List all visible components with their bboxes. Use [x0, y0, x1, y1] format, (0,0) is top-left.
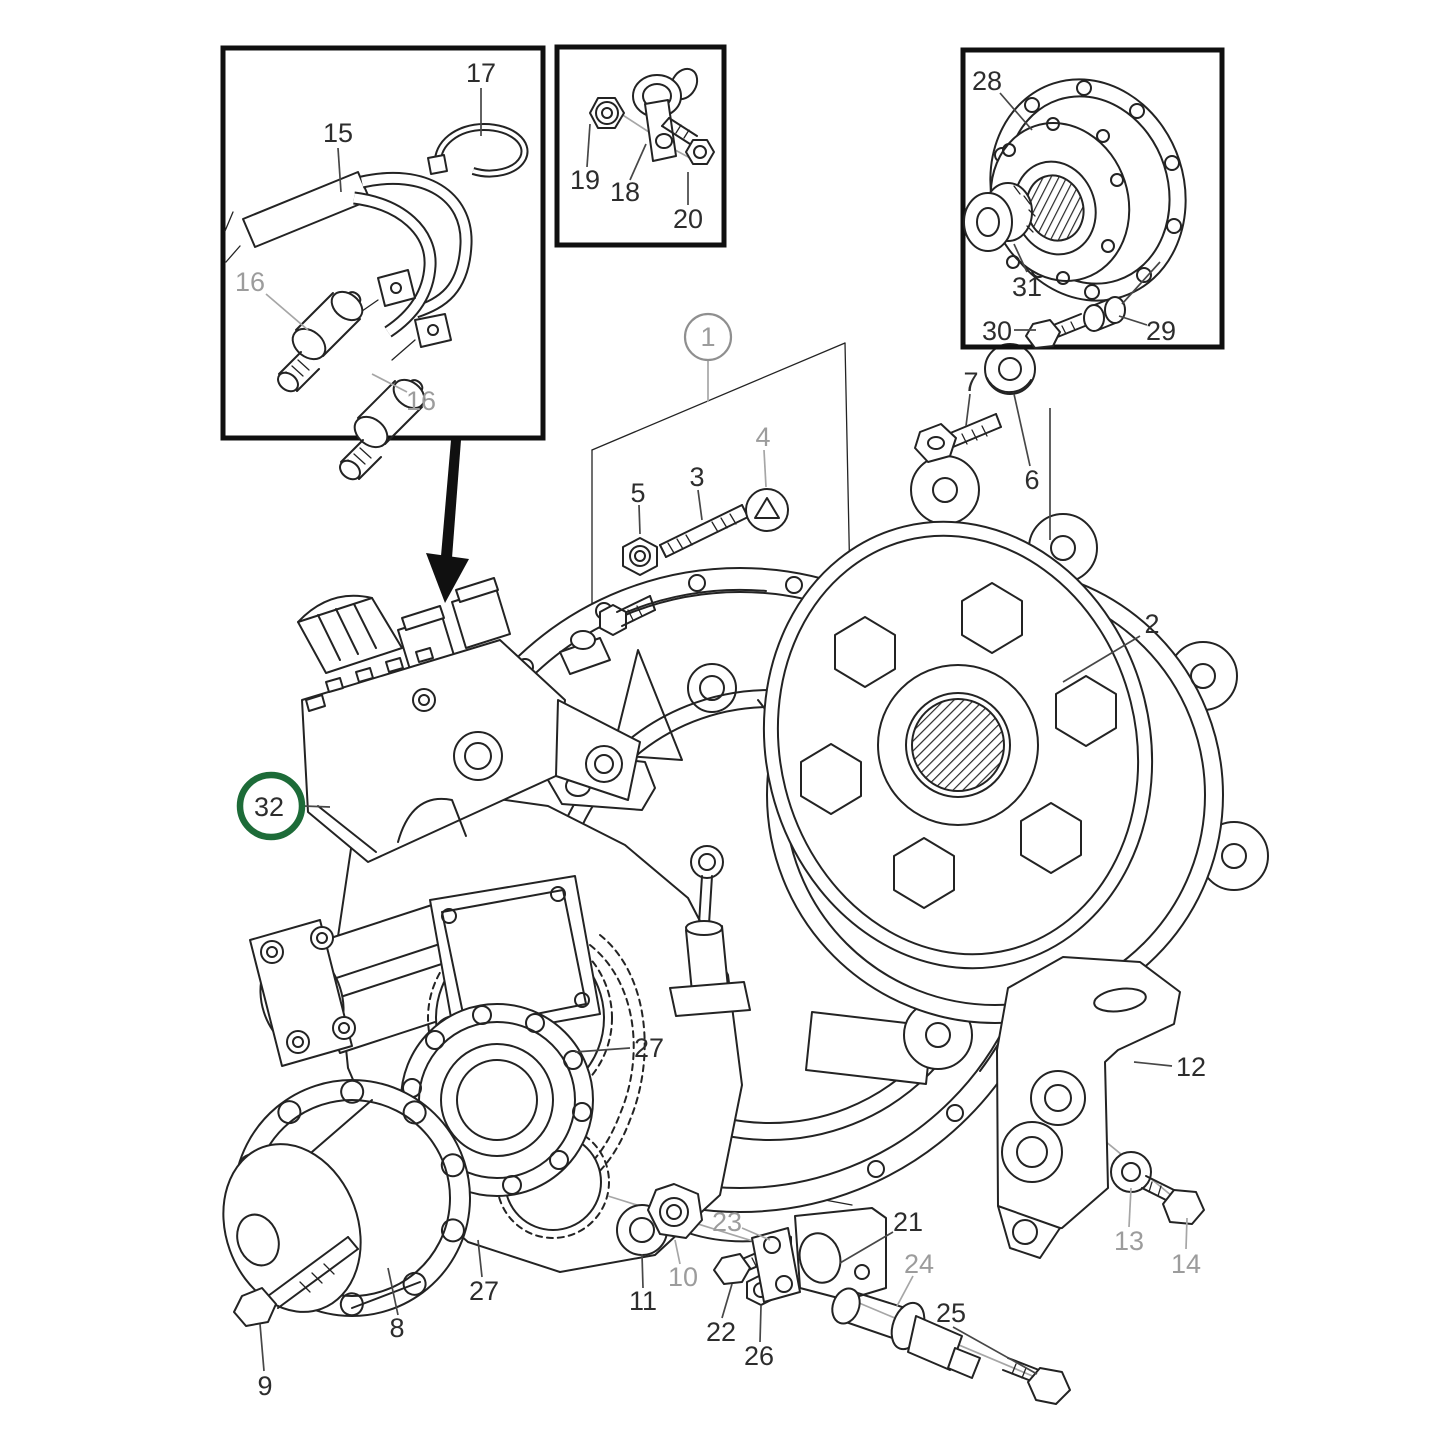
- bracket-12: [996, 956, 1181, 1259]
- callout-2: 2: [1144, 609, 1159, 639]
- bolt-7: [914, 413, 1002, 463]
- nut-5: [622, 537, 658, 576]
- highlight-circle-part-32: [236, 771, 306, 841]
- bolt-25: [1002, 1357, 1071, 1405]
- bolt-30: [1025, 313, 1086, 349]
- callout-10: 10: [668, 1262, 698, 1292]
- inspection-cover-plate: [429, 875, 601, 1041]
- callout-28: 28: [972, 66, 1002, 96]
- dipstick: [669, 845, 751, 1017]
- callout-6: 6: [1024, 465, 1039, 495]
- bolt-20: [661, 117, 715, 165]
- washer-13: [1110, 1151, 1152, 1193]
- callout-9: 9: [257, 1371, 272, 1401]
- inset-clamp: [554, 44, 727, 248]
- callout-29: 29: [1146, 316, 1176, 346]
- damper-spring-retainers: [800, 582, 1117, 909]
- nut-10: [647, 1183, 703, 1239]
- clip-4: [745, 488, 789, 532]
- callout-25: 25: [936, 1298, 966, 1328]
- callout-30: 30: [982, 316, 1012, 346]
- housing-pad: [805, 1011, 933, 1085]
- callout-24: 24: [904, 1249, 934, 1279]
- callout-19: 19: [570, 165, 600, 195]
- callout-11: 11: [629, 1286, 657, 1316]
- bolt-9: [233, 1236, 359, 1327]
- callout-23: 23: [712, 1207, 742, 1237]
- inset-hoses: [220, 45, 546, 485]
- callout-16a: 16: [235, 267, 265, 297]
- callout-21: 21: [893, 1207, 923, 1237]
- callout-27b: 27: [469, 1276, 499, 1306]
- callout-3: 3: [689, 462, 704, 492]
- damper-plate: [762, 520, 1154, 970]
- callout-32: 32: [254, 792, 284, 822]
- hose-sleeve-15: [242, 171, 371, 248]
- callout-15: 15: [323, 118, 353, 148]
- bearing-cover-flange: [400, 1003, 594, 1197]
- callout-ring-1: [683, 312, 733, 362]
- inset-coupling: [960, 47, 1225, 350]
- callout-16b: 16: [406, 386, 436, 416]
- oil-pump: [249, 902, 479, 1067]
- callout-20: 20: [673, 204, 703, 234]
- spacer-29: [1083, 296, 1126, 332]
- gear-31: [963, 182, 1036, 252]
- speed-sensor-24: [831, 1287, 1043, 1381]
- callout-labels: 15 17 16 16 19 18 20 28 31 30 29 1 4 3 5…: [235, 58, 1206, 1401]
- callout-27a: 27: [634, 1033, 664, 1063]
- bolt-14: [1141, 1175, 1205, 1225]
- clamp-18: [632, 67, 699, 162]
- callout-22: 22: [706, 1317, 736, 1347]
- control-valve-block: [297, 577, 656, 863]
- sensor-16: [277, 290, 364, 393]
- cable-tie-17: [427, 122, 529, 178]
- splined-hub: [911, 698, 1005, 792]
- callout-17: 17: [466, 58, 496, 88]
- callout-12: 12: [1176, 1052, 1206, 1082]
- callout-18: 18: [610, 177, 640, 207]
- nut-19: [589, 97, 625, 129]
- callout-26: 26: [744, 1341, 774, 1371]
- callout-7: 7: [963, 367, 978, 397]
- output-flange: [222, 1079, 471, 1317]
- callout-14: 14: [1171, 1249, 1201, 1279]
- callout-5: 5: [630, 478, 645, 508]
- callout-31: 31: [1012, 272, 1042, 302]
- callout-1: 1: [700, 322, 715, 352]
- leader-lines: [259, 88, 1188, 1375]
- hoses: [353, 171, 473, 338]
- stud-3: [659, 504, 749, 558]
- bracket-21: [751, 1207, 887, 1303]
- callout-4: 4: [755, 422, 770, 452]
- pointer-arrow: [426, 440, 469, 603]
- callout-8: 8: [389, 1313, 404, 1343]
- washer-6: [984, 343, 1036, 395]
- callout-13: 13: [1114, 1226, 1144, 1256]
